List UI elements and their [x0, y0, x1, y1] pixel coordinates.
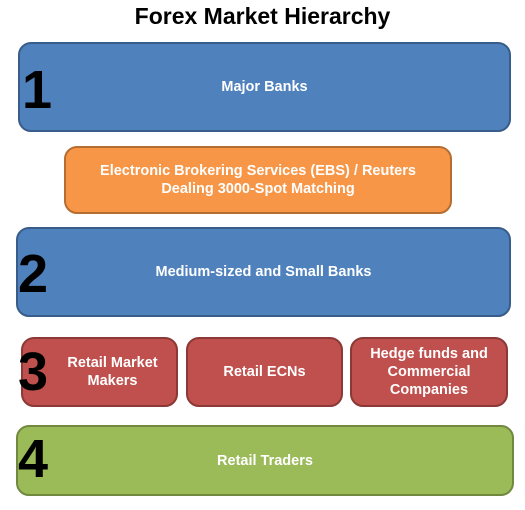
tier-number-1: 1 — [22, 60, 53, 120]
ebs-reuters-label-line1: Electronic Brokering Services (EBS) / Re… — [100, 163, 416, 179]
medium-small-banks-label: Medium-sized and Small Banks — [155, 264, 372, 280]
retail-traders-box: Retail Traders — [16, 425, 514, 496]
retail-market-makers-label-line1: Retail Market — [67, 355, 158, 371]
tier-number-3: 3 — [18, 342, 49, 402]
retail-market-makers-box: Retail Market Makers — [21, 337, 178, 407]
ebs-reuters-label-line2: Dealing 3000-Spot Matching — [161, 181, 355, 197]
retail-ecns-label: Retail ECNs — [223, 364, 306, 380]
major-banks-label: Major Banks — [221, 79, 308, 95]
retail-traders-label: Retail Traders — [217, 452, 313, 469]
major-banks-box: Major Banks — [18, 42, 511, 132]
hedge-funds-box: Hedge funds and Commercial Companies — [350, 337, 508, 407]
retail-ecns-box: Retail ECNs — [186, 337, 343, 407]
hedge-funds-label-line1: Hedge funds and — [370, 346, 488, 362]
diagram-title: Forex Market Hierarchy — [134, 3, 391, 29]
hedge-funds-label-line3: Companies — [389, 382, 469, 398]
ebs-reuters-box: Electronic Brokering Services (EBS) / Re… — [64, 146, 452, 214]
tier-number-4: 4 — [18, 429, 49, 489]
tier-number-2: 2 — [18, 244, 49, 304]
hedge-funds-label-line2: Commercial — [387, 364, 471, 380]
retail-market-makers-label-line2: Makers — [87, 373, 138, 389]
medium-small-banks-box: Medium-sized and Small Banks — [16, 227, 511, 317]
